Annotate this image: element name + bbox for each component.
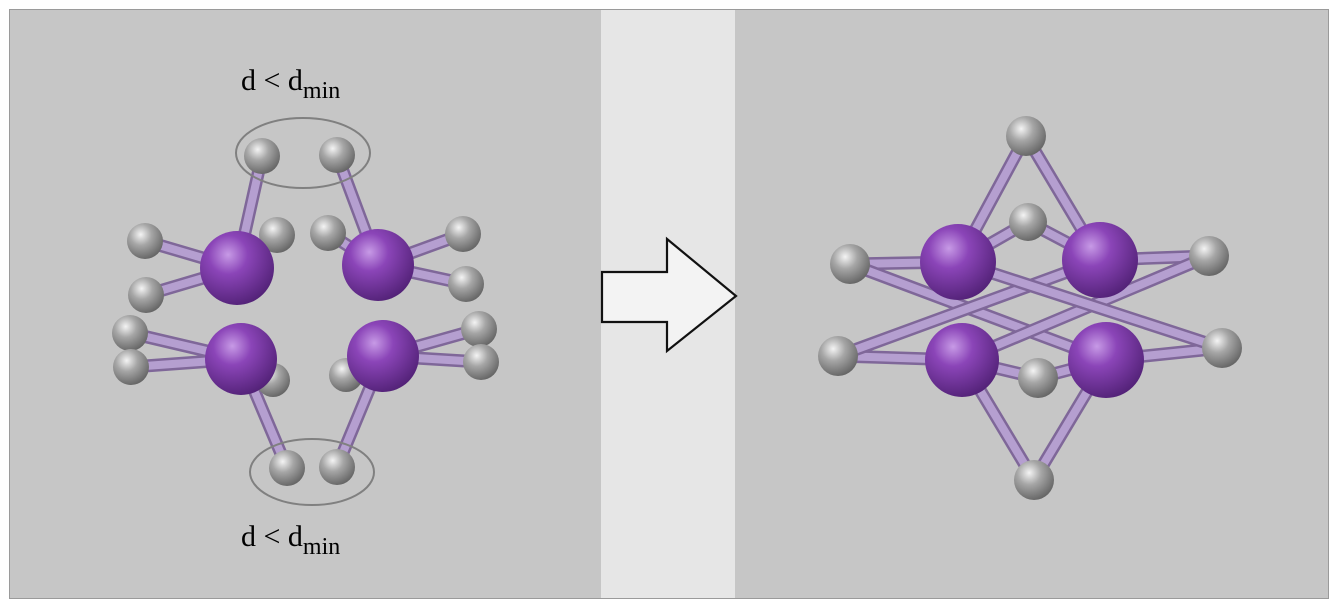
initial-light-atom [113,349,149,385]
initial-light-atom [127,223,163,259]
distance-label-bottom: d < dmin [241,520,340,560]
relaxed-metal-atom [1062,222,1138,298]
distance-label-bottom-base: d < d [241,520,303,553]
initial-metal-atom [205,323,277,395]
relaxed-light-atom [818,336,858,376]
relaxed-light-atom [1009,203,1047,241]
initial-light-atom [448,266,484,302]
initial-light-atom [112,315,148,351]
initial-metal-atom [342,229,414,301]
relaxed-metal-atom [920,224,996,300]
figure-frame: d < dmin d < dmin [9,9,1329,599]
initial-light-atom [244,138,280,174]
relaxed-bond-highlight [834,256,1104,360]
relaxed-atoms [818,116,1242,500]
initial-light-atom [310,215,346,251]
initial-metal-atom [200,231,274,305]
initial-light-atom [319,137,355,173]
relaxed-light-atom [830,244,870,284]
relaxed-light-atom [1018,358,1058,398]
relaxed-structure [818,116,1242,500]
relaxed-bond-highlight [846,260,1110,364]
distance-label-bottom-sub: min [303,534,340,560]
initial-light-atom [463,344,499,380]
distance-label-top: d < dmin [241,64,340,104]
right-arrow-icon [600,236,738,354]
initial-structure [112,137,499,486]
short-distance-ellipse-bottom [249,438,375,506]
left-panel [10,10,601,598]
distance-label-top-base: d < d [241,64,303,97]
initial-light-atom [319,449,355,485]
initial-light-atom [461,311,497,347]
relaxed-light-atom [1202,328,1242,368]
initial-light-atom [128,277,164,313]
relaxed-light-atom [1189,236,1229,276]
relaxed-metal-atom [925,323,999,397]
right-panel [735,10,1328,598]
relaxed-bond-highlight [954,258,1226,352]
initial-metal-atom [347,320,419,392]
relaxed-light-atom [1014,460,1054,500]
relaxed-light-atom [1006,116,1046,156]
initial-atoms [112,137,499,486]
relaxed-metal-atom [1068,322,1144,398]
initial-light-atom [269,450,305,486]
cluster-transformation-diagram: d < dmin d < dmin [10,10,1328,598]
initial-light-atom [259,217,295,253]
short-distance-ellipse-top [235,117,371,189]
initial-light-atom [445,216,481,252]
distance-label-top-sub: min [303,78,340,104]
